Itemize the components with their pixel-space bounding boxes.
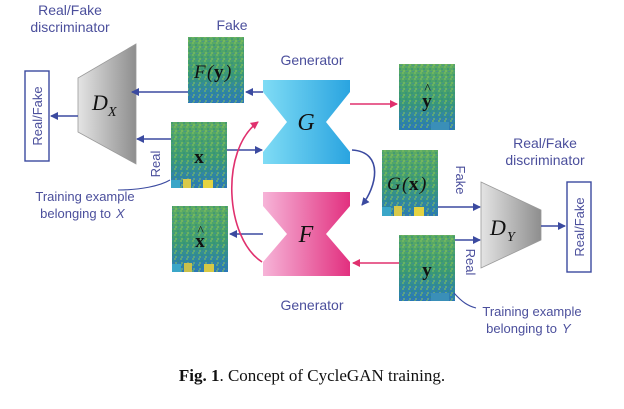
- generator-label-top: Generator: [280, 52, 343, 68]
- generator-label-bottom: Generator: [280, 297, 343, 313]
- train-y-line2-text: belonging to: [486, 321, 557, 336]
- spectrogram-yhat: y ^: [399, 64, 455, 130]
- yhat-hat: ^: [424, 82, 431, 97]
- generator-f: F: [263, 192, 350, 276]
- output-label-x: Real/Fake: [30, 86, 45, 145]
- generator-g: G: [263, 80, 350, 164]
- pointer-train-y: [453, 292, 477, 309]
- gx-func: G: [387, 174, 401, 195]
- output-box-x: Real/Fake: [24, 70, 50, 162]
- fy-close: ): [224, 62, 231, 83]
- real-label-right: Real: [463, 249, 478, 276]
- spectrogram-gx: G ( x ): [382, 150, 438, 216]
- xhat-symbol: x: [195, 231, 205, 252]
- pointer-train-x: [117, 179, 171, 191]
- x-symbol: x: [194, 147, 204, 168]
- train-y-line1: Training example: [482, 304, 581, 319]
- gx-open: (: [402, 174, 410, 195]
- arrow-g-to-gx-cycle: [351, 149, 376, 206]
- dx-letter: D: [91, 90, 108, 115]
- disc-y-title-line2: discriminator: [505, 152, 585, 168]
- disc-y-title-line1: Real/Fake: [513, 135, 577, 151]
- discriminator-dy: D Y: [480, 181, 542, 269]
- spectrogram-xhat: x ^: [172, 206, 228, 272]
- g-letter: G: [297, 110, 314, 136]
- train-x-line2: belonging to X: [40, 206, 126, 221]
- dx-subscript: X: [107, 105, 117, 120]
- caption-fig-number: Fig. 1: [178, 366, 220, 385]
- arrows: [50, 88, 566, 309]
- f-letter: F: [298, 222, 314, 248]
- train-y-variable: Y: [562, 321, 572, 336]
- output-box-y: Real/Fake: [566, 181, 592, 273]
- gx-arg: x: [409, 174, 419, 195]
- arrow-f-to-g-cycle: [231, 121, 263, 263]
- yhat-symbol: y: [422, 91, 432, 112]
- train-y-line2: belonging to Y: [486, 321, 572, 336]
- train-x-line1: Training example: [35, 189, 134, 204]
- fy-arg: y: [214, 62, 224, 83]
- spectrogram-x: x: [171, 122, 227, 188]
- gx-close: ): [419, 174, 426, 195]
- disc-x-title-line2: discriminator: [30, 19, 110, 35]
- y-symbol: y: [422, 260, 432, 281]
- output-label-y: Real/Fake: [572, 197, 587, 256]
- figure-caption: Fig. 1. Concept of CycleGAN training.: [0, 366, 624, 386]
- caption-text: . Concept of CycleGAN training.: [219, 366, 446, 385]
- fy-open: (: [207, 62, 215, 83]
- real-label-left: Real: [148, 151, 163, 178]
- fake-label-right: Fake: [453, 166, 468, 195]
- train-x-variable: X: [115, 206, 126, 221]
- spectrogram-fy: F ( y ): [188, 37, 244, 103]
- fy-func: F: [193, 62, 206, 83]
- disc-x-title-line1: Real/Fake: [38, 2, 102, 18]
- dy-subscript: Y: [507, 230, 517, 245]
- dy-letter: D: [489, 215, 506, 240]
- xhat-hat: ^: [197, 224, 204, 239]
- train-x-line2-text: belonging to: [40, 206, 111, 221]
- spectrogram-y: y: [399, 235, 455, 301]
- fake-label-top: Fake: [216, 17, 247, 33]
- discriminator-dx: D X: [77, 43, 137, 165]
